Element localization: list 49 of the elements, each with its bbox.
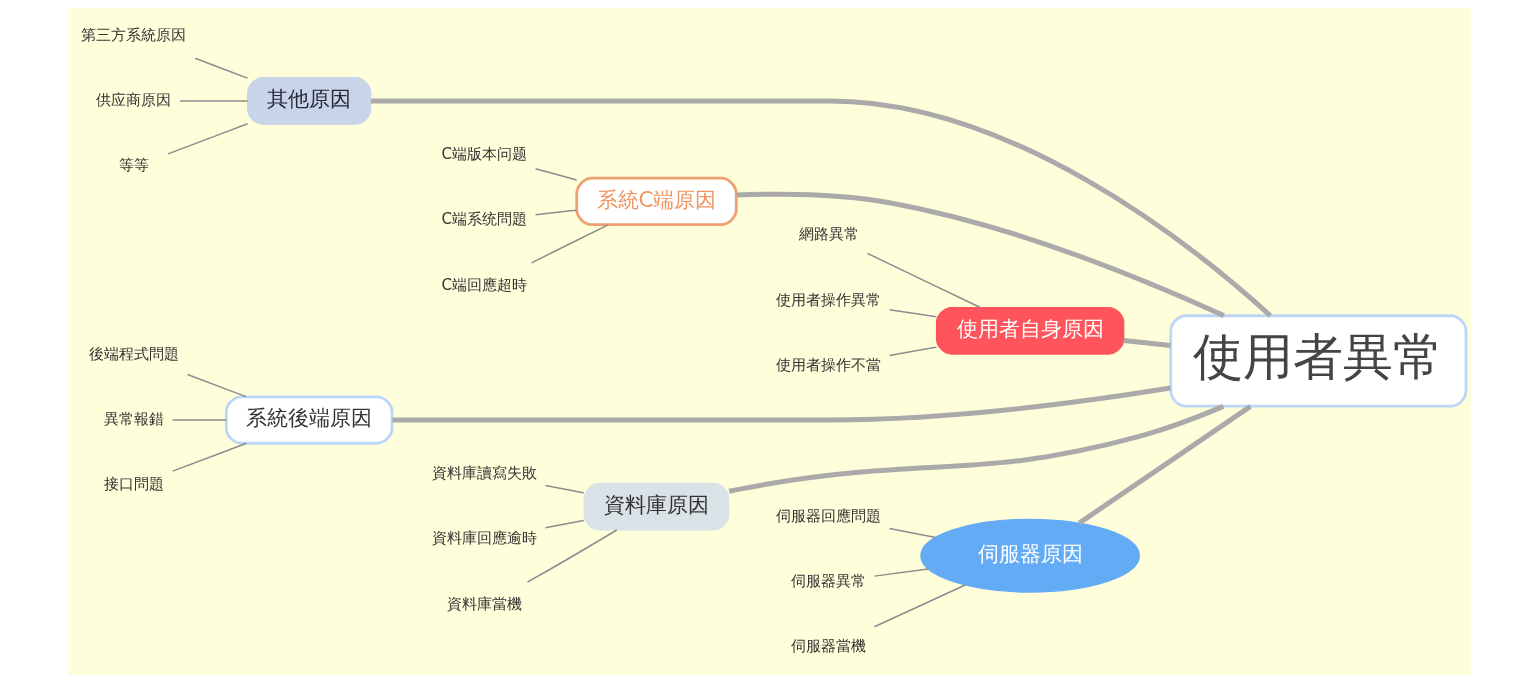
connector [166,123,248,155]
node-box: 系統C端原因 [574,176,738,227]
connector [171,442,247,472]
connector [1077,404,1252,526]
node-text: C端版本问题 [441,144,527,163]
connector [544,519,585,529]
connector [534,167,577,181]
node-text: 使用者操作不當 [775,355,881,374]
node-text: 第三方系統原因 [80,25,186,44]
connector [171,419,227,421]
connector [178,100,248,102]
connector [888,527,936,539]
connector [736,191,1225,318]
node-text: 伺服器異常 [790,571,866,590]
connector [370,98,1272,318]
node-text: 使用者操作異常 [775,290,881,309]
connector [888,346,937,357]
node-text: 資料庫回應逾時 [431,529,537,548]
node-text: C端回應超時 [441,275,527,294]
connector [728,404,1224,494]
node-text: 網路異常 [798,225,859,244]
node-text: 伺服器當機 [790,637,866,656]
node-box: 資料庫原因 [583,482,729,531]
node-box: 系統後端原因 [224,395,393,445]
node-text: 資料庫讀寫失敗 [431,463,537,482]
node-text: 等等 [118,156,149,175]
connector [526,529,617,583]
node-text: 資料庫當機 [446,594,522,613]
node-text: 異常報錯 [103,409,164,428]
node-box: 其他原因 [246,77,371,125]
node-text: 接口問題 [103,475,164,494]
node-text: 後端程式問題 [88,344,179,363]
connector [544,484,585,494]
connector [186,373,247,398]
node-ellipse: 伺服器原因 [919,518,1140,593]
connector [193,57,248,79]
connector [873,568,929,577]
connector [534,209,577,216]
node-box: 使用者異常 [1168,314,1467,408]
node-box: 使用者自身原因 [935,306,1124,355]
node-text: 供应商原因 [95,90,171,109]
connector [873,584,966,628]
connector [1123,338,1171,348]
connector [888,308,937,318]
node-text: C端系统問題 [441,210,527,229]
node-text: 伺服器回應問題 [775,506,881,525]
connector [866,252,981,309]
connector [530,224,609,264]
connector [391,385,1171,423]
